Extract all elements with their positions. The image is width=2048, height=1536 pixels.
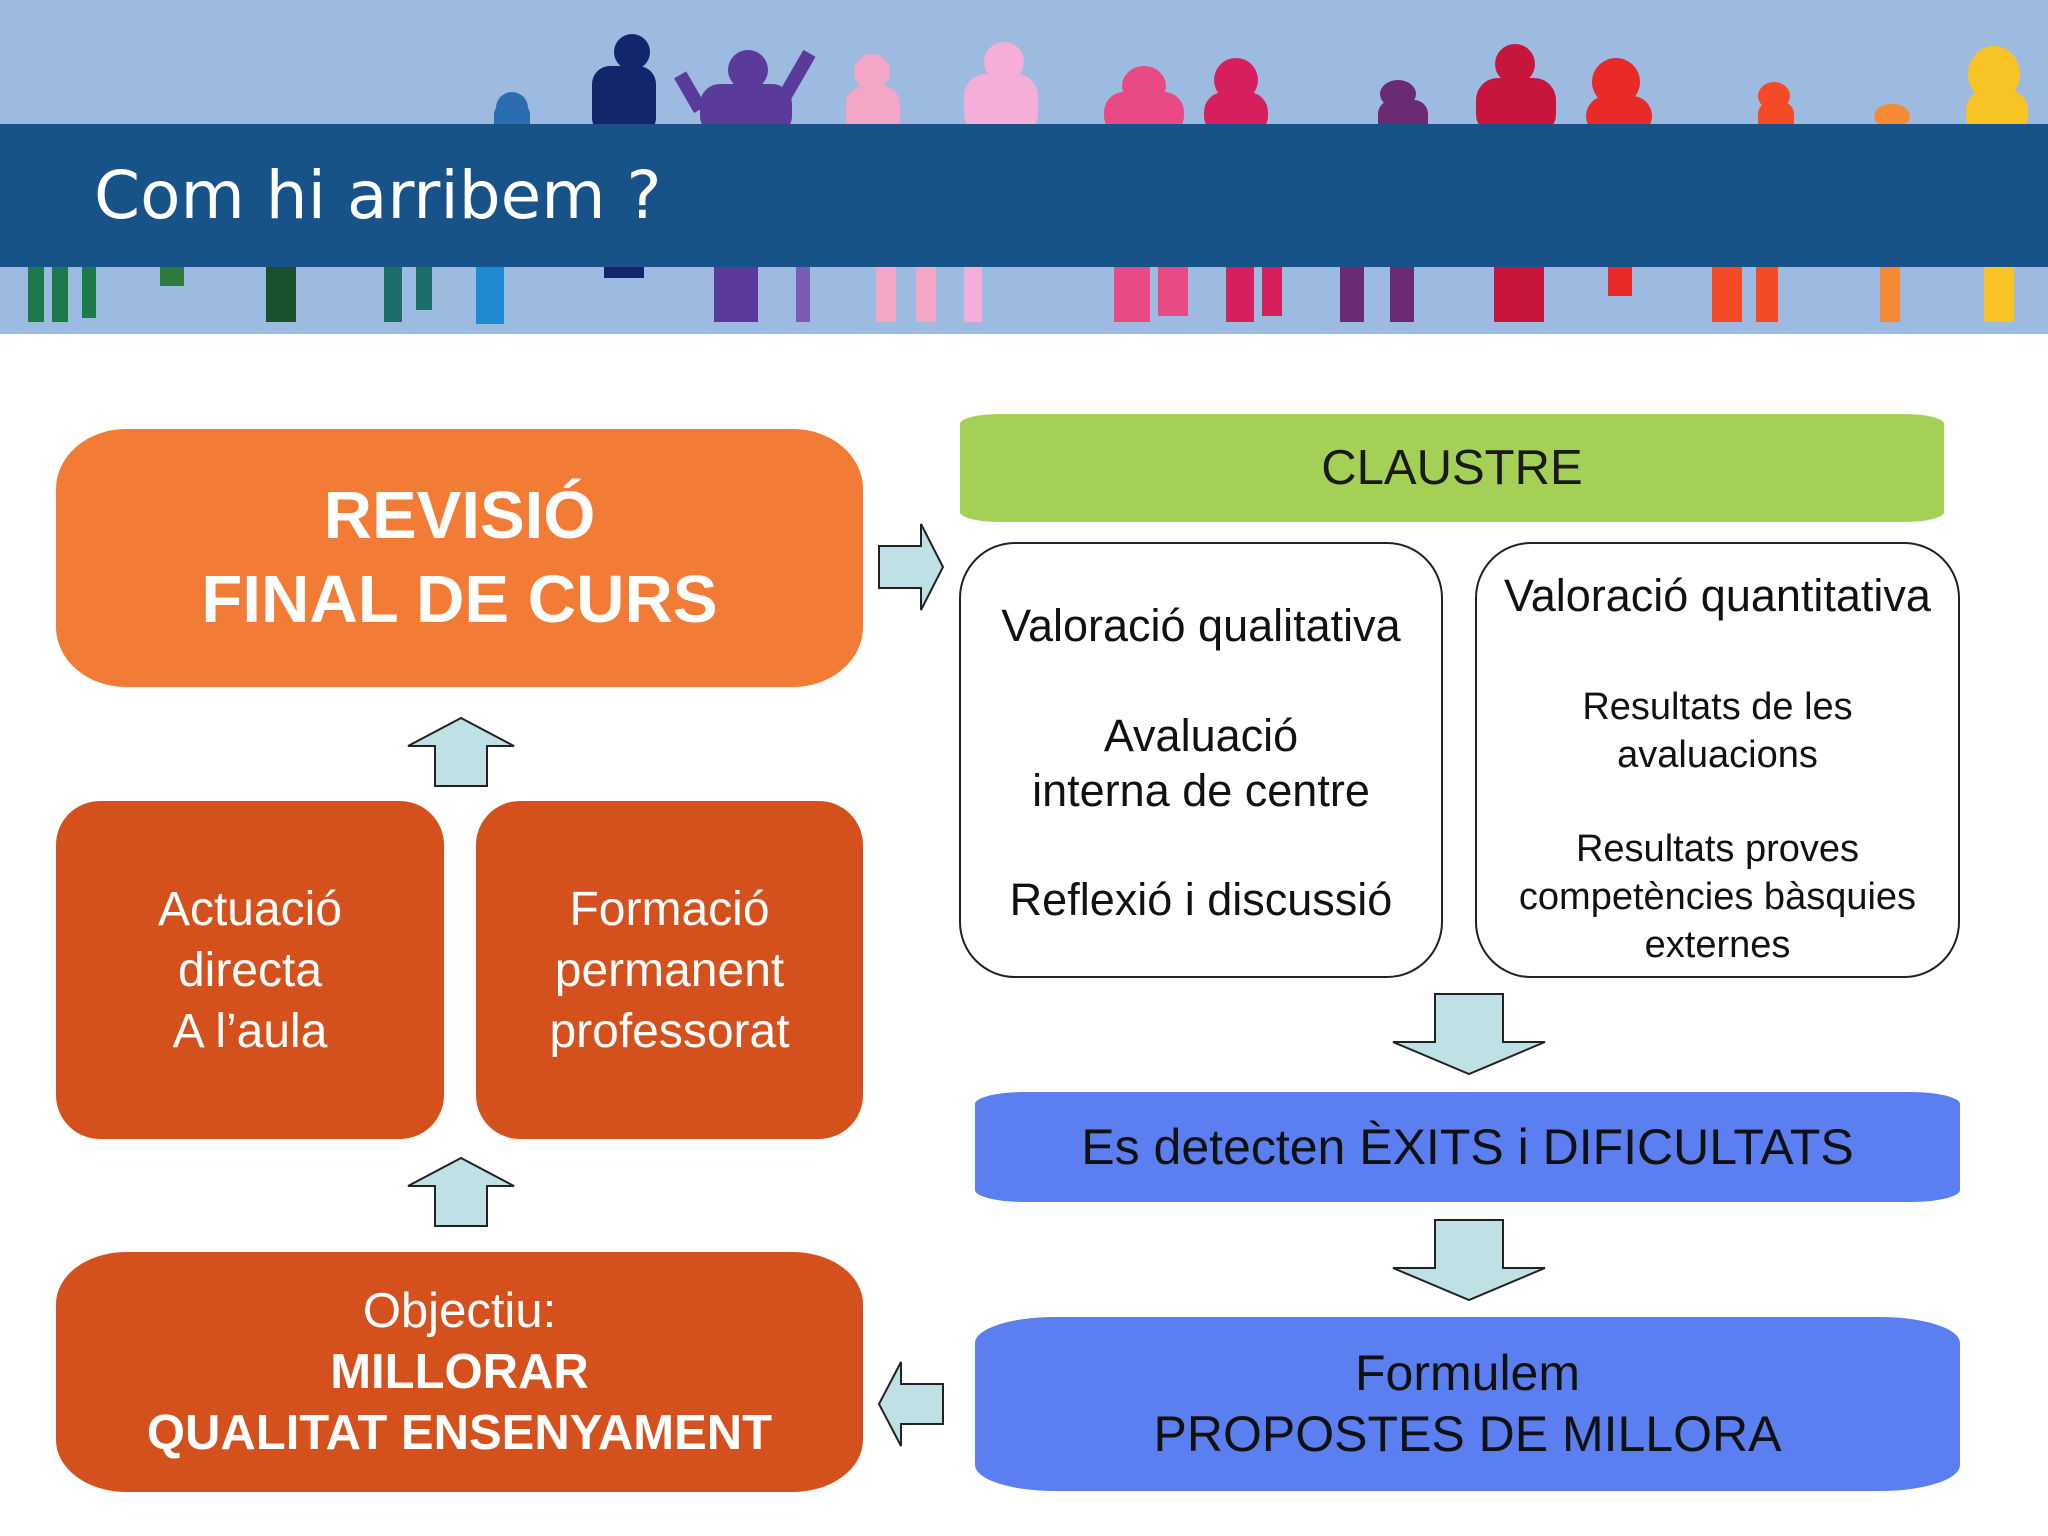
- valoracio-quantitativa-box: Valoració quantitativa Resultats de les …: [1475, 542, 1960, 978]
- qualitativa-item1-line1: Avaluació: [1103, 710, 1299, 761]
- formacio-line-1: Formació: [569, 882, 770, 936]
- revisio-line-1: REVISIÓ: [323, 478, 596, 553]
- revisio-line-2: FINAL DE CURS: [201, 562, 718, 637]
- objectiu-label: Objectiu:: [362, 1283, 557, 1338]
- qualitativa-item2: Reflexió i discussió: [1009, 874, 1393, 925]
- valoracio-qualitativa-box: Valoració qualitativa Avaluació interna …: [959, 542, 1443, 978]
- actuacio-directa-box: Actuació directa A l’aula: [56, 801, 444, 1139]
- actuacio-line-3: A l’aula: [172, 1004, 328, 1058]
- objectiu-line-2: QUALITAT ENSENYAMENT: [146, 1405, 773, 1460]
- exits-dificultats-box: Es detecten ÈXITS i DIFICULTATS: [975, 1092, 1960, 1202]
- arrow-up-icon: [407, 716, 515, 787]
- quantitativa-title: Valoració quantitativa: [1504, 570, 1931, 621]
- propostes-de-millora-box: Formulem PROPOSTES DE MILLORA: [975, 1317, 1960, 1491]
- arrow-up-icon: [407, 1156, 515, 1227]
- objectiu-box: Objectiu: MILLORAR QUALITAT ENSENYAMENT: [56, 1252, 863, 1492]
- revisio-final-de-curs-box: REVISIÓ FINAL DE CURS: [56, 429, 863, 687]
- formacio-line-2: permanent: [554, 943, 785, 997]
- arrow-down-icon: [1392, 993, 1546, 1076]
- quantitativa-item2-line2: competències bàsquies: [1518, 876, 1917, 918]
- arrow-left-icon: [877, 1361, 944, 1447]
- title-bar: [0, 124, 2048, 267]
- propostes-line-2: PROPOSTES DE MILLORA: [1153, 1406, 1782, 1462]
- arrow-down-icon: [1392, 1219, 1546, 1302]
- page-title: Com hi arribem ?: [94, 157, 662, 234]
- quantitativa-item1-line2: avaluacions: [1617, 734, 1818, 776]
- actuacio-line-1: Actuació: [157, 882, 343, 936]
- exits-label: Es detecten ÈXITS i DIFICULTATS: [1081, 1119, 1854, 1175]
- propostes-line-1: Formulem: [1354, 1345, 1581, 1401]
- quantitativa-item2-line3: externes: [1644, 924, 1791, 966]
- arrow-right-icon: [878, 523, 945, 611]
- qualitativa-title: Valoració qualitativa: [1001, 600, 1401, 651]
- qualitativa-item1-line2: interna de centre: [1032, 765, 1370, 816]
- formacio-line-3: professorat: [549, 1004, 790, 1058]
- formacio-permanent-box: Formació permanent professorat: [476, 801, 863, 1139]
- claustre-label: CLAUSTRE: [1321, 441, 1583, 495]
- quantitativa-item2-line1: Resultats proves: [1575, 828, 1859, 870]
- quantitativa-item1-line1: Resultats de les: [1582, 686, 1853, 728]
- claustre-box: CLAUSTRE: [960, 414, 1944, 522]
- objectiu-line-1: MILLORAR: [330, 1344, 589, 1399]
- actuacio-line-2: directa: [177, 943, 323, 997]
